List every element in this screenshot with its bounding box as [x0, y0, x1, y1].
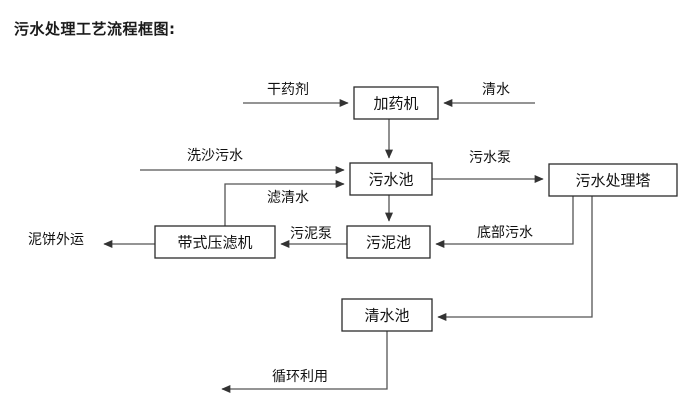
node-dosing_machine[interactable]: 加药机	[353, 86, 439, 120]
edge-filtered-to-wastewater-pool	[224, 179, 345, 226]
node-label-treatment_tower: 污水处理塔	[575, 172, 650, 190]
node-box-dosing_machine	[353, 86, 439, 120]
edges-layer	[103, 98, 593, 394]
edge-label-sand_wash_water: 洗沙污水	[187, 148, 243, 164]
node-label-wastewater_pool: 污水池	[368, 171, 413, 189]
page-title: 污水处理工艺流程框图:	[14, 20, 176, 38]
node-box-treatment_tower	[548, 163, 678, 197]
node-label-dosing_machine: 加药机	[373, 95, 418, 113]
node-treatment_tower[interactable]: 污水处理塔	[548, 163, 678, 197]
node-belt_filter_press[interactable]: 带式压滤机	[154, 225, 276, 259]
edge-tower-to-sludge-pool	[435, 196, 574, 249]
edge-label-mud_cake_out: 泥饼外运	[28, 232, 84, 248]
node-box-belt_filter_press	[154, 225, 276, 259]
edge-label-wastewater_pump: 污水泵	[469, 150, 511, 166]
edge-label-sludge_pump: 污泥泵	[290, 226, 332, 242]
edge-label-dry_reagent: 干药剂	[267, 82, 309, 98]
node-label-belt_filter_press: 带式压滤机	[177, 234, 252, 252]
node-sludge_pool[interactable]: 污泥池	[346, 225, 431, 259]
node-box-clear_water_pool	[341, 298, 433, 332]
node-box-wastewater_pool	[349, 162, 433, 196]
edge-clear-water-pool-to-recycle	[221, 331, 388, 394]
node-label-sludge_pool: 污泥池	[366, 234, 411, 252]
edge-tower-to-clear-water-pool	[437, 196, 593, 322]
edge-label-clean_water_in: 清水	[482, 82, 510, 98]
node-box-sludge_pool	[346, 225, 431, 259]
edge-label-filtered_water: 滤清水	[267, 190, 309, 206]
edge-label-bottom_sewage: 底部污水	[477, 225, 533, 241]
edge-label-recycle_use: 循环利用	[272, 369, 328, 385]
node-wastewater_pool[interactable]: 污水池	[349, 162, 433, 196]
node-label-clear_water_pool: 清水池	[364, 307, 409, 325]
node-clear_water_pool[interactable]: 清水池	[341, 298, 433, 332]
